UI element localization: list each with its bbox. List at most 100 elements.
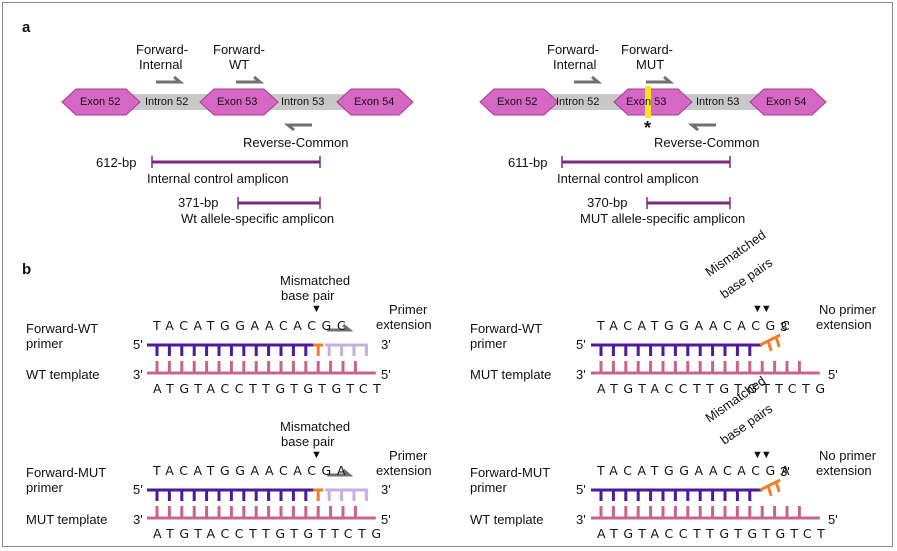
primer-label-4-line2: primer <box>470 480 507 495</box>
amplicon-label-wt: Wt allele-specific amplicon <box>181 211 335 226</box>
amplicon-label-internal-left: Internal control amplicon <box>147 171 289 186</box>
amplicon-label-internal-right: Internal control amplicon <box>557 171 699 186</box>
forward-internal-label-right-2: Internal <box>553 57 597 72</box>
template-seq-3: ATGTACCTTGTGTTCTG <box>153 526 387 541</box>
mismatch-pointers-4: ▼▼ <box>752 449 772 461</box>
result-3-line2: extension <box>376 463 432 478</box>
amplicon-size-611: 611-bp <box>508 155 548 170</box>
forward-mut-label-2: MUT <box>636 57 665 72</box>
primer-label-2-line1: Forward-WT <box>470 321 543 336</box>
primer-3prime-3: 3' <box>381 482 391 497</box>
amplicon-size-612: 612-bp <box>96 155 137 170</box>
primer-seq-3: TACATGGAACACGA <box>153 463 351 478</box>
segment-intron-53: Intron 53 <box>281 96 325 108</box>
forward-wt-label-1: Forward- <box>213 42 266 57</box>
primer-tail-4: 3' <box>780 464 790 479</box>
mismatch-bent-base <box>774 481 781 493</box>
panel-a-label: a <box>22 19 31 36</box>
template-5prime-3: 5' <box>381 512 391 527</box>
result-4-line2: extension <box>816 463 872 478</box>
mismatch-pointer-3: ▼ <box>311 449 322 461</box>
primer-5prime-3: 5' <box>133 482 143 497</box>
exon-53-shape <box>199 88 279 116</box>
template-label-3: MUT template <box>26 512 108 527</box>
segment-exon-52: Exon 52 <box>80 96 121 108</box>
exon-52-shape-right <box>479 88 559 116</box>
template-5prime-2: 5' <box>828 367 838 382</box>
template-3prime-2: 3' <box>576 367 586 382</box>
result-1-line2: extension <box>376 317 432 332</box>
primer-5prime-2: 5' <box>576 337 586 352</box>
mismatch-label-3-line2: base pair <box>281 434 335 449</box>
template-3prime-3: 3' <box>133 512 143 527</box>
template-label-2: MUT template <box>470 367 552 382</box>
mismatch-bent-base <box>774 336 781 348</box>
amplicon-label-mut: MUT allele-specific amplicon <box>580 211 746 226</box>
mismatch-bent-base <box>766 485 773 497</box>
forward-wt-label-2: WT <box>229 57 250 72</box>
mismatch-label-1-line2: base pair <box>281 288 335 303</box>
primer-label-4-line1: Forward-MUT <box>470 465 551 480</box>
mismatch-pointer-1: ▼ <box>311 303 322 315</box>
template-5prime-1: 5' <box>381 367 391 382</box>
extension-arrow <box>327 468 354 477</box>
forward-internal-arrow-right <box>574 75 603 84</box>
forward-internal-label-2: Internal <box>139 57 183 72</box>
template-seq-2: ATGTACCTTGTGTTCTG <box>597 381 831 396</box>
reverse-common-label-right: Reverse-Common <box>654 135 760 150</box>
result-4-line1: No primer <box>819 448 877 463</box>
primer-tail-2: 3' <box>780 319 790 334</box>
forward-internal-arrow <box>156 75 185 84</box>
forward-mut-label-1: Forward- <box>621 42 674 57</box>
segment-exon-52-right: Exon 52 <box>497 96 538 108</box>
primer-label-2-line2: primer <box>470 336 507 351</box>
segment-exon-53-right: Exon 53 <box>626 96 667 108</box>
mismatch-pointers-2: ▼▼ <box>752 303 772 315</box>
primer-label-3-line2: primer <box>26 480 63 495</box>
result-2-line1: No primer <box>819 302 877 317</box>
amplicon-size-371: 371-bp <box>178 195 219 210</box>
primer-seq-2: TACATGGAACACGC <box>597 318 796 333</box>
template-seq-1: ATGTACCTTGTGTGTCT <box>153 381 387 396</box>
extension-arrow <box>327 323 354 332</box>
segment-exon-54: Exon 54 <box>354 96 395 108</box>
primer-seq-1: TACATGGAACACGC <box>153 318 352 333</box>
segment-intron-52-right: Intron 52 <box>556 96 600 108</box>
mismatch-label-1-line1: Mismatched <box>280 273 351 288</box>
snp-asterisk: * <box>644 118 652 138</box>
primer-3prime-1: 3' <box>381 337 391 352</box>
template-5prime-4: 5' <box>828 512 838 527</box>
exon-54-shape <box>336 88 414 116</box>
template-label-1: WT template <box>26 367 100 382</box>
primer-5prime-1: 5' <box>133 337 143 352</box>
forward-mut-arrow <box>646 75 675 84</box>
primer-label-3-line1: Forward-MUT <box>26 465 107 480</box>
result-1-line1: Primer <box>389 302 428 317</box>
reverse-common-arrow <box>283 123 312 132</box>
snp-highlight <box>645 86 651 118</box>
panel-b-label: b <box>22 261 32 278</box>
reverse-common-arrow-right <box>687 123 716 132</box>
reverse-common-label: Reverse-Common <box>243 135 349 150</box>
template-3prime-4: 3' <box>576 512 586 527</box>
primer-label-1-line2: primer <box>26 336 63 351</box>
mismatch-bent-strand <box>759 333 781 347</box>
template-label-4: WT template <box>470 512 544 527</box>
segment-intron-53-right: Intron 53 <box>696 96 740 108</box>
forward-internal-label-1: Forward- <box>136 42 189 57</box>
primer-5prime-4: 5' <box>576 482 586 497</box>
primer-label-1-line1: Forward-WT <box>26 321 99 336</box>
exon-53-shape-right <box>613 88 693 116</box>
forward-internal-label-right-1: Forward- <box>547 42 600 57</box>
exon-52-shape <box>61 88 141 116</box>
mismatch-bent-base <box>766 340 773 352</box>
segment-exon-54-right: Exon 54 <box>766 96 807 108</box>
mismatch-bent-strand <box>759 478 781 492</box>
amplicon-size-370: 370-bp <box>587 195 628 210</box>
segment-intron-52: Intron 52 <box>145 96 189 108</box>
segment-exon-53: Exon 53 <box>217 96 258 108</box>
